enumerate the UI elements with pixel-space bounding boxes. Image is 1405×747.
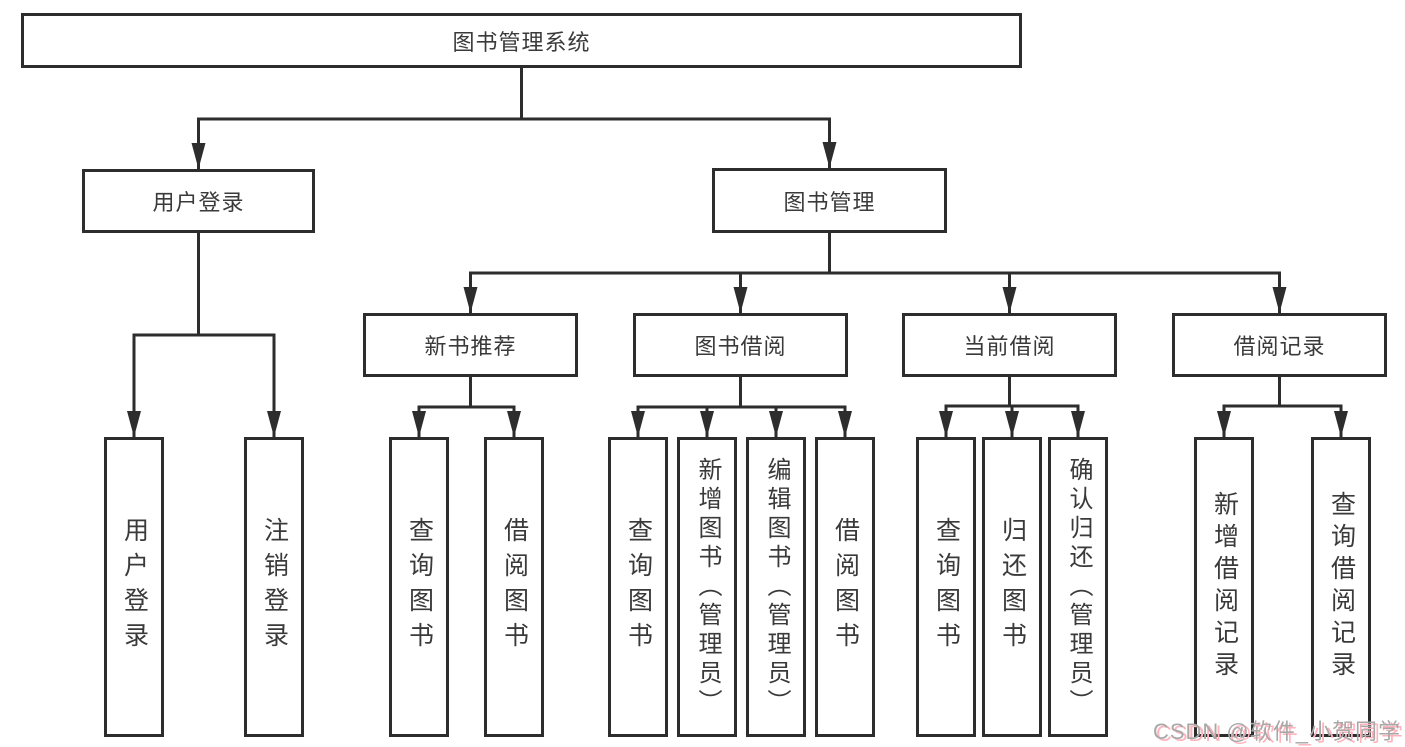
leaf-edit-book-admin: 编辑图书（管理员） — [746, 437, 806, 737]
leaf-query-borrow-record: 查询借阅记录 — [1311, 437, 1371, 737]
leaf-query-book-current: 查询图书 — [916, 437, 976, 737]
leaf-borrow-book-recommend: 借阅图书 — [484, 437, 544, 737]
leaf-user-login: 用户登录 — [104, 437, 164, 737]
node-label: 新书推荐 — [424, 334, 517, 359]
node-label: 图书管理系统 — [452, 29, 591, 55]
node-label: 借阅记录 — [1233, 334, 1326, 359]
node-label: 当前借阅 — [963, 334, 1056, 359]
node-label: 图书借阅 — [694, 334, 787, 359]
node-new-book-recommend: 新书推荐 — [363, 313, 578, 377]
node-label: 查询借阅记录 — [1327, 491, 1356, 683]
leaf-borrow-book: 借阅图书 — [815, 437, 875, 737]
node-borrow-record: 借阅记录 — [1172, 313, 1387, 377]
node-label: 归还图书 — [998, 517, 1027, 657]
node-book-management: 图书管理 — [712, 168, 947, 233]
watermark-csdn: CSDN @软件_小贺同学 — [1152, 719, 1401, 744]
node-label: 借阅图书 — [831, 517, 860, 657]
leaf-query-book-recommend: 查询图书 — [389, 437, 449, 737]
node-label: 注销登录 — [260, 517, 289, 657]
node-label: 查询图书 — [932, 517, 961, 657]
node-library-system: 图书管理系统 — [21, 13, 1022, 68]
leaf-add-book-admin: 新增图书（管理员） — [677, 437, 737, 737]
node-label: 用户登录 — [120, 517, 149, 657]
node-label: 查询图书 — [624, 517, 653, 657]
node-label: 图书管理 — [783, 189, 876, 215]
node-label: 查询图书 — [405, 517, 434, 657]
leaf-return-book: 归还图书 — [982, 437, 1042, 737]
node-label: 借阅图书 — [500, 517, 529, 657]
leaf-add-borrow-record: 新增借阅记录 — [1194, 437, 1254, 737]
node-label: 新增借阅记录 — [1210, 491, 1239, 683]
leaf-query-book-borrow: 查询图书 — [608, 437, 668, 737]
node-label: 用户登录 — [152, 190, 245, 215]
node-user-login: 用户登录 — [82, 169, 315, 233]
leaf-logout-login: 注销登录 — [244, 437, 304, 737]
node-label: 编辑图书（管理员） — [763, 456, 790, 718]
node-label: 确认归还（管理员） — [1065, 456, 1092, 718]
node-current-borrow: 当前借阅 — [902, 313, 1117, 377]
node-book-borrow: 图书借阅 — [633, 313, 848, 377]
node-label: 新增图书（管理员） — [694, 456, 721, 718]
leaf-confirm-return-admin: 确认归还（管理员） — [1048, 437, 1108, 737]
